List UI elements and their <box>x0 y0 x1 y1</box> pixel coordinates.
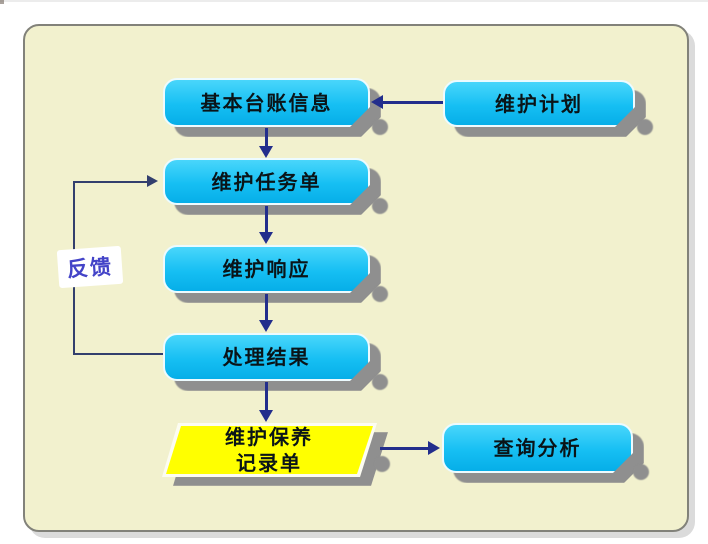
node-basic-ledger-info: 基本台账信息 <box>163 78 370 127</box>
shadow-curl <box>633 464 649 480</box>
node-maintenance-record-sheet: 维护保养 记录单 <box>151 423 387 477</box>
node-label: 查询分析 <box>493 436 582 460</box>
arrow-record-to-query-head <box>428 441 440 455</box>
node-label: 维护响应 <box>222 257 311 281</box>
arrow-result-to-record-head <box>259 410 273 422</box>
node-query-analysis: 查询分析 <box>442 423 633 473</box>
feedback-arrowhead <box>147 175 158 187</box>
arrow-response-to-result-line <box>265 294 268 321</box>
node-label: 处理结果 <box>222 345 311 369</box>
shadow-curl <box>372 119 388 135</box>
arrow-record-to-query-line <box>380 447 429 450</box>
shadow-curl <box>374 456 390 472</box>
shadow-curl <box>637 119 653 135</box>
arrow-ledger-to-task-head <box>259 146 273 158</box>
parallelogram-fill: 维护保养 记录单 <box>151 423 387 477</box>
node-maintenance-task-order: 维护任务单 <box>163 158 370 205</box>
page-top-edge <box>0 0 708 2</box>
shadow-curl <box>372 198 388 214</box>
arrow-task-to-response-head <box>259 232 273 244</box>
shadow-curl <box>372 374 388 390</box>
arrow-result-to-record-line <box>265 382 268 411</box>
node-maintenance-plan: 维护计划 <box>443 80 635 127</box>
arrow-task-to-response-line <box>265 206 268 233</box>
node-processing-result: 处理结果 <box>163 333 370 381</box>
node-label: 维护计划 <box>495 91 583 116</box>
feedback-line-top <box>73 181 148 183</box>
node-label: 维护任务单 <box>211 169 322 194</box>
corner-artifact <box>0 0 4 4</box>
node-maintenance-response: 维护响应 <box>163 245 370 293</box>
node-label: 基本台账信息 <box>200 90 333 115</box>
feedback-label: 反馈 <box>56 245 124 289</box>
shadow-curl <box>372 286 388 302</box>
feedback-line-bottom <box>73 353 163 355</box>
arrow-plan-to-ledger-line <box>383 101 443 104</box>
arrow-plan-to-ledger-head <box>371 95 383 109</box>
arrow-response-to-result-head <box>259 320 273 332</box>
node-label: 维护保养 记录单 <box>225 425 313 475</box>
arrow-ledger-to-task-line <box>265 128 268 147</box>
